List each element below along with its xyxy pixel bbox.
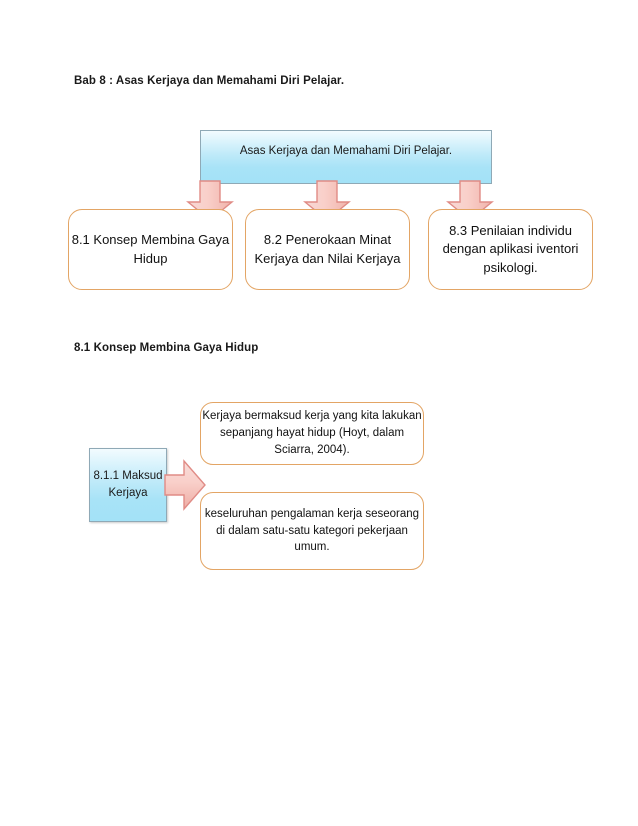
diagram-source-label: 8.1.1 Maksud Kerjaya	[93, 470, 163, 499]
diagram-note-node: Kerjaya bermaksud kerja yang kita lakuka…	[200, 402, 424, 465]
diagram-leaf-node: 8.3 Penilaian individu dengan aplikasi i…	[428, 209, 593, 290]
diagram-note-label: Kerjaya bermaksud kerja yang kita lakuka…	[202, 410, 422, 456]
diagram-note-label: keseluruhan pengalaman kerja seseorang d…	[204, 507, 420, 554]
diagram-note-node: keseluruhan pengalaman kerja seseorang d…	[200, 492, 424, 570]
diagram-source-node: 8.1.1 Maksud Kerjaya	[89, 448, 167, 522]
diagram-leaf-node: 8.1 Konsep Membina Gaya Hidup	[68, 209, 233, 290]
diagram-root-node: Asas Kerjaya dan Memahami Diri Pelajar.	[200, 130, 492, 184]
diagram-leaf-label: 8.1 Konsep Membina Gaya Hidup	[71, 232, 230, 266]
diagram-leaf-label: 8.2 Penerokaan Minat Kerjaya dan Nilai K…	[254, 232, 401, 266]
page-title: Bab 8 : Asas Kerjaya dan Memahami Diri P…	[74, 75, 345, 87]
diagram-leaf-label: 8.3 Penilaian individu dengan aplikasi i…	[442, 222, 579, 275]
diagram-leaf-node: 8.2 Penerokaan Minat Kerjaya dan Nilai K…	[245, 209, 410, 290]
section-title: 8.1 Konsep Membina Gaya Hidup	[74, 342, 259, 354]
diagram-root-label: Asas Kerjaya dan Memahami Diri Pelajar.	[239, 145, 453, 158]
